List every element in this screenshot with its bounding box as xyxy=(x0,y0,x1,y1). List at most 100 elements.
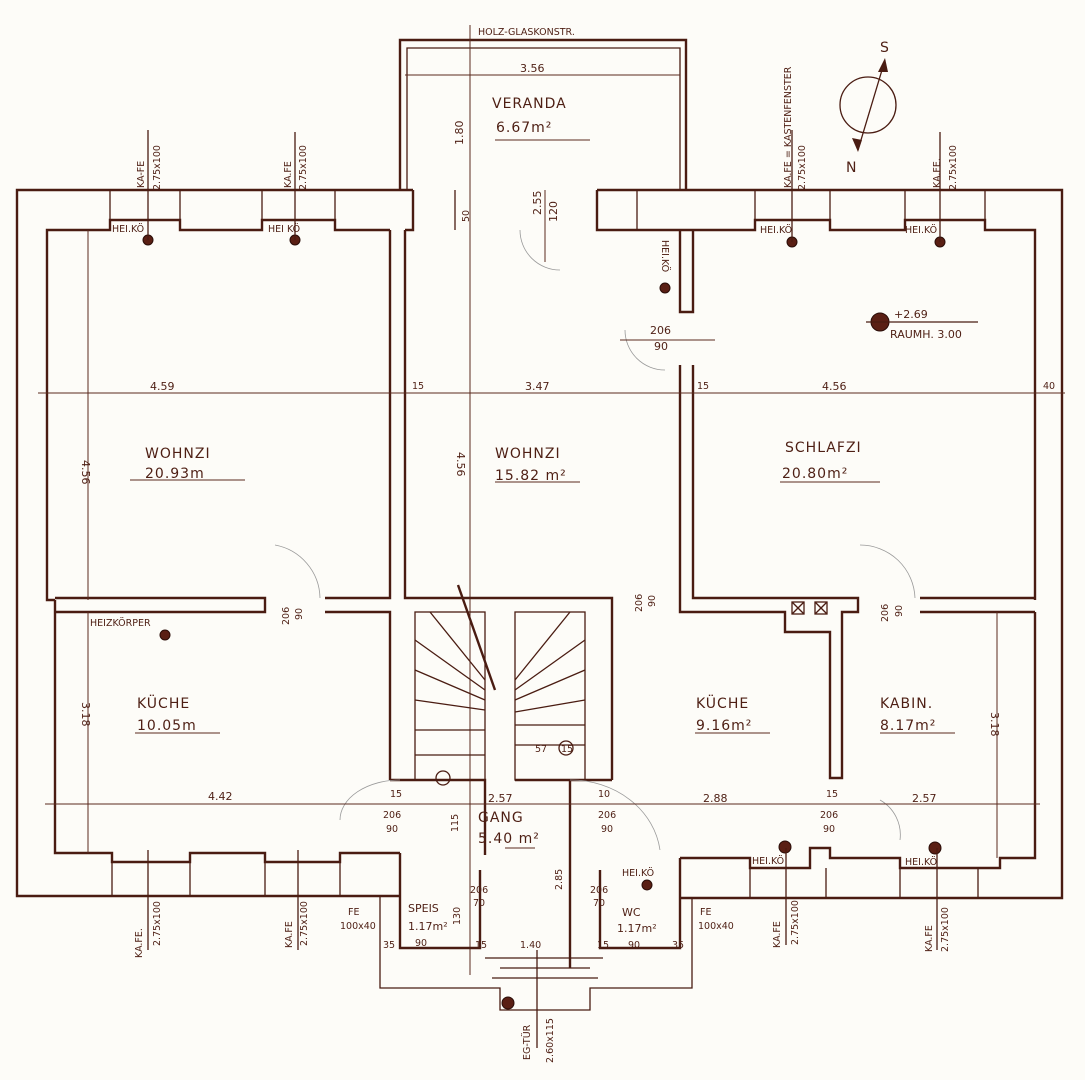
window-size-label: 2.75x100 xyxy=(298,145,309,190)
dimension-label: 3.18 xyxy=(79,702,92,727)
heater-icon xyxy=(778,840,792,854)
door-height-label: 206 xyxy=(590,885,608,896)
heater-label: HEI.KÖ xyxy=(905,225,937,236)
window-type-label: KA.FE xyxy=(772,921,783,948)
dimension-label: 3.56 xyxy=(520,62,545,75)
labels: HOLZ-GLASKONSTR. VERANDA 6.67m² 3.56 1.8… xyxy=(79,27,1055,1063)
dimension-label: 130 xyxy=(452,907,463,925)
heater-label: HEI.KÖ xyxy=(622,868,654,879)
door-width-label: 90 xyxy=(654,340,668,353)
room-area-speis: 1.17m² xyxy=(408,920,448,933)
staircase xyxy=(414,584,586,786)
door-height-label: 206 xyxy=(634,594,645,612)
window-size-label: 2.75x100 xyxy=(790,900,801,945)
room-name-kueche-right: KÜCHE xyxy=(696,694,749,712)
room-area-kueche-left: 10.05m xyxy=(137,718,197,734)
dimension-label: 40 xyxy=(1043,381,1055,392)
dimension-label: 2.57 xyxy=(912,792,937,805)
window-size-label: 2.75x100 xyxy=(299,901,310,946)
door-height-label: 206 xyxy=(281,607,292,625)
heater-label: HEI.KÖ xyxy=(905,857,937,868)
stair-label: 57 xyxy=(535,744,547,755)
heater-icon xyxy=(659,282,671,294)
dimension-label: 4.59 xyxy=(150,380,175,393)
door-height-label: 206 xyxy=(820,810,838,821)
door-width-label: 90 xyxy=(294,608,305,620)
room-area-wohnzi-left: 20.93m xyxy=(145,466,205,482)
door-width-label: 90 xyxy=(647,595,658,607)
door-height-label: 206 xyxy=(650,324,671,337)
room-area-schlafzi: 20.80m² xyxy=(782,466,848,482)
dimension-label: 35 xyxy=(383,940,395,951)
door-height-label: 206 xyxy=(470,885,488,896)
door-height-label: 206 xyxy=(383,810,401,821)
dimension-label: 115 xyxy=(450,814,461,832)
dimension-label: 120 xyxy=(547,201,560,222)
heater-markers xyxy=(142,234,978,1010)
dimension-label: 2.55 xyxy=(531,191,544,216)
room-name-wc: WC xyxy=(622,906,641,919)
dimension-lines xyxy=(38,139,1065,858)
entrance-door-size-label: 2.60x115 xyxy=(545,1018,556,1063)
room-name-wohnzi-left: WOHNZI xyxy=(145,446,211,462)
dimension-label: 35 xyxy=(672,940,684,951)
heater-label: HEI.KÖ xyxy=(760,225,792,236)
door-width-label: 90 xyxy=(823,824,835,835)
dimension-label: 2.88 xyxy=(703,792,728,805)
door-swings xyxy=(274,229,916,851)
window-size-label: 2.75x100 xyxy=(948,145,959,190)
room-name-speis: SPEIS xyxy=(408,902,439,915)
room-area-wohnzi-mid: 15.82 m² xyxy=(495,468,567,484)
room-name-kueche-left: KÜCHE xyxy=(137,694,190,712)
dimension-label: 4.56 xyxy=(79,460,92,485)
room-area-gang: 5.40 m² xyxy=(478,831,540,847)
elevation-label: +2.69 xyxy=(894,308,928,321)
room-height-label: RAUMH. 3.00 xyxy=(890,328,962,341)
compass-north-label: N xyxy=(846,160,857,176)
window-type-label: KA.FE xyxy=(924,925,935,952)
room-width-speis: 90 xyxy=(415,938,427,949)
window-type-label: FE xyxy=(348,907,359,918)
heater-icon xyxy=(501,996,515,1010)
dimension-label: 4.56 xyxy=(822,380,847,393)
entrance-door-type-label: EG-TÜR xyxy=(522,1024,533,1060)
heater-label: HEI.KÖ xyxy=(752,856,784,867)
room-name-schlafzi: SCHLAFZI xyxy=(785,440,862,456)
room-name-veranda: VERANDA xyxy=(492,96,567,112)
dimension-label: 50 xyxy=(461,210,472,222)
window-size-label: 100x40 xyxy=(340,921,376,932)
room-name-kabin: KABIN. xyxy=(880,696,933,712)
window-type-label: KA-FE xyxy=(136,161,147,188)
window-size-label: 2.75x100 xyxy=(152,901,163,946)
window-size-label: 2.75x100 xyxy=(152,145,163,190)
compass-south-label: S xyxy=(880,40,890,56)
dimension-label: 15 xyxy=(390,789,402,800)
heater-icon xyxy=(641,879,653,891)
heater-icon xyxy=(159,629,171,641)
room-area-kueche-right: 9.16m² xyxy=(696,718,752,734)
heater-icon xyxy=(928,841,942,855)
dimension-label: 3.18 xyxy=(988,712,1001,737)
room-area-wc: 1.17m² xyxy=(617,922,657,935)
window-size-label: 2.75x100 xyxy=(797,145,808,190)
exterior-walls xyxy=(15,188,1064,900)
dimension-label: 4.42 xyxy=(208,790,233,803)
dimension-label: 15 xyxy=(475,940,487,951)
dimension-label: 15 xyxy=(826,789,838,800)
room-area-veranda: 6.67m² xyxy=(496,120,552,136)
window-size-label: 100x40 xyxy=(698,921,734,932)
stair-step-count: 15 xyxy=(561,744,573,755)
window-type-label: KA.FE xyxy=(283,161,294,188)
construction-note: HOLZ-GLASKONSTR. xyxy=(478,27,575,38)
door-width-label: 90 xyxy=(386,824,398,835)
radiator-label: HEIZKÖRPER xyxy=(90,618,151,629)
room-name-gang: GANG xyxy=(478,810,524,826)
veranda xyxy=(398,25,688,975)
door-height-label: 206 xyxy=(598,810,616,821)
door-width-label: 70 xyxy=(593,898,605,909)
dimension-label: 1.40 xyxy=(520,940,541,951)
door-width-label: 70 xyxy=(473,898,485,909)
heater-label: HEI.KÖ xyxy=(659,240,670,272)
room-width-wc: 90 xyxy=(628,940,640,951)
